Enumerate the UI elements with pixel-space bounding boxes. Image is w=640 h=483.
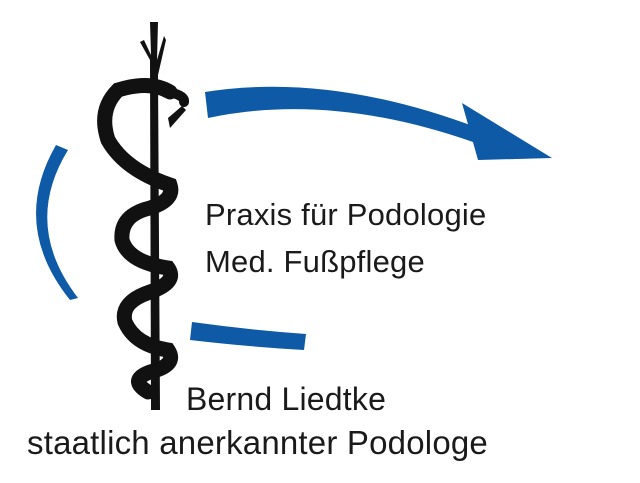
owner-name: Bernd Liedtke — [186, 381, 387, 417]
arrow-icon — [205, 86, 552, 160]
bottom-bar — [190, 322, 306, 350]
left-arc — [36, 145, 78, 300]
rod-of-asclepius-icon — [97, 22, 190, 410]
owner-title: staatlich anerkannter Podologe — [27, 424, 488, 461]
practice-name: Praxis für Podologie — [205, 197, 487, 232]
practice-subtitle: Med. Fußpflege — [205, 244, 425, 279]
